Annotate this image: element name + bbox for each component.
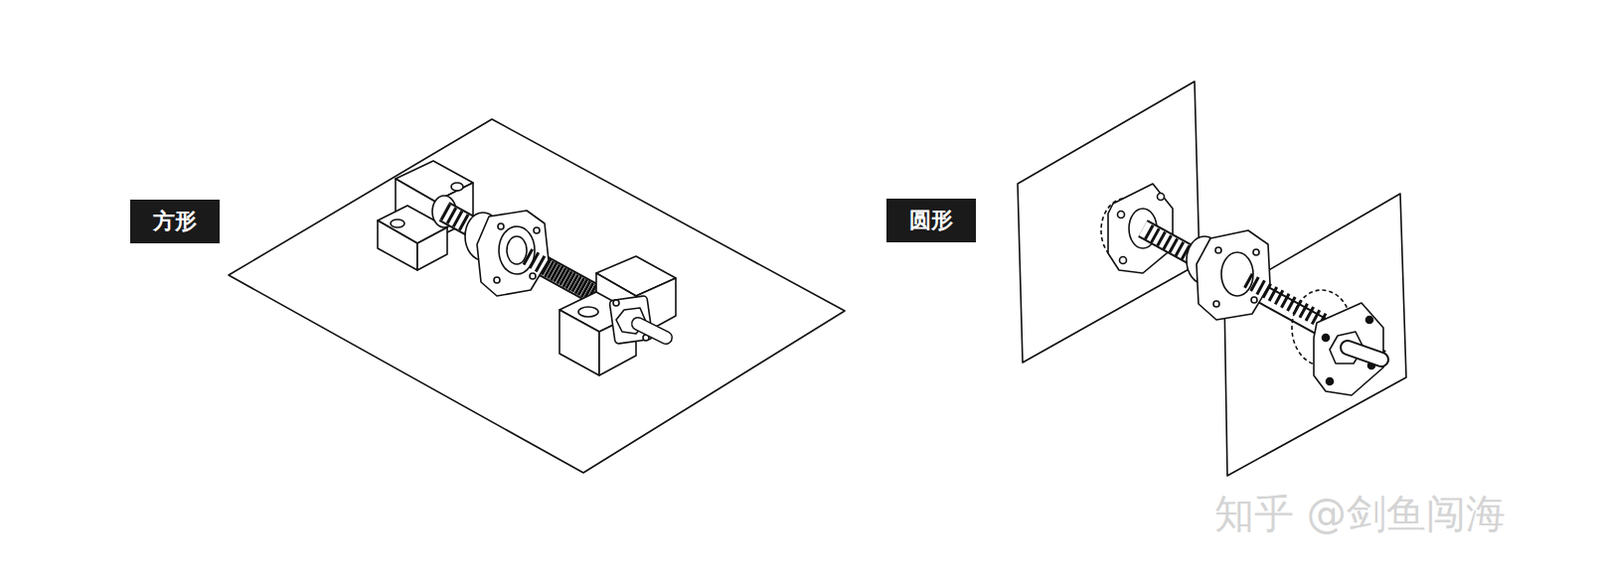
tag-text: 圆形 xyxy=(909,205,954,236)
wall-plane xyxy=(1017,81,1200,363)
screw-thread xyxy=(526,256,597,296)
square-support-right xyxy=(559,256,676,376)
shaft-end xyxy=(638,323,666,338)
shaft-end xyxy=(638,323,666,338)
round-support-right xyxy=(1291,290,1384,396)
label-tag: 方形 xyxy=(130,199,220,244)
ball-nut xyxy=(1186,230,1271,320)
tag-text: 方形 xyxy=(153,206,197,237)
watermark: 知乎 @剑鱼闯海 xyxy=(1214,486,1506,542)
shaft-end xyxy=(1347,347,1382,360)
screw-thread xyxy=(1247,280,1332,326)
screw-thread xyxy=(1147,231,1193,257)
ball-nut xyxy=(465,210,549,297)
shaft-end xyxy=(1347,347,1382,360)
label-tag: 圆形 xyxy=(886,198,976,243)
mounting-plane xyxy=(228,119,845,474)
